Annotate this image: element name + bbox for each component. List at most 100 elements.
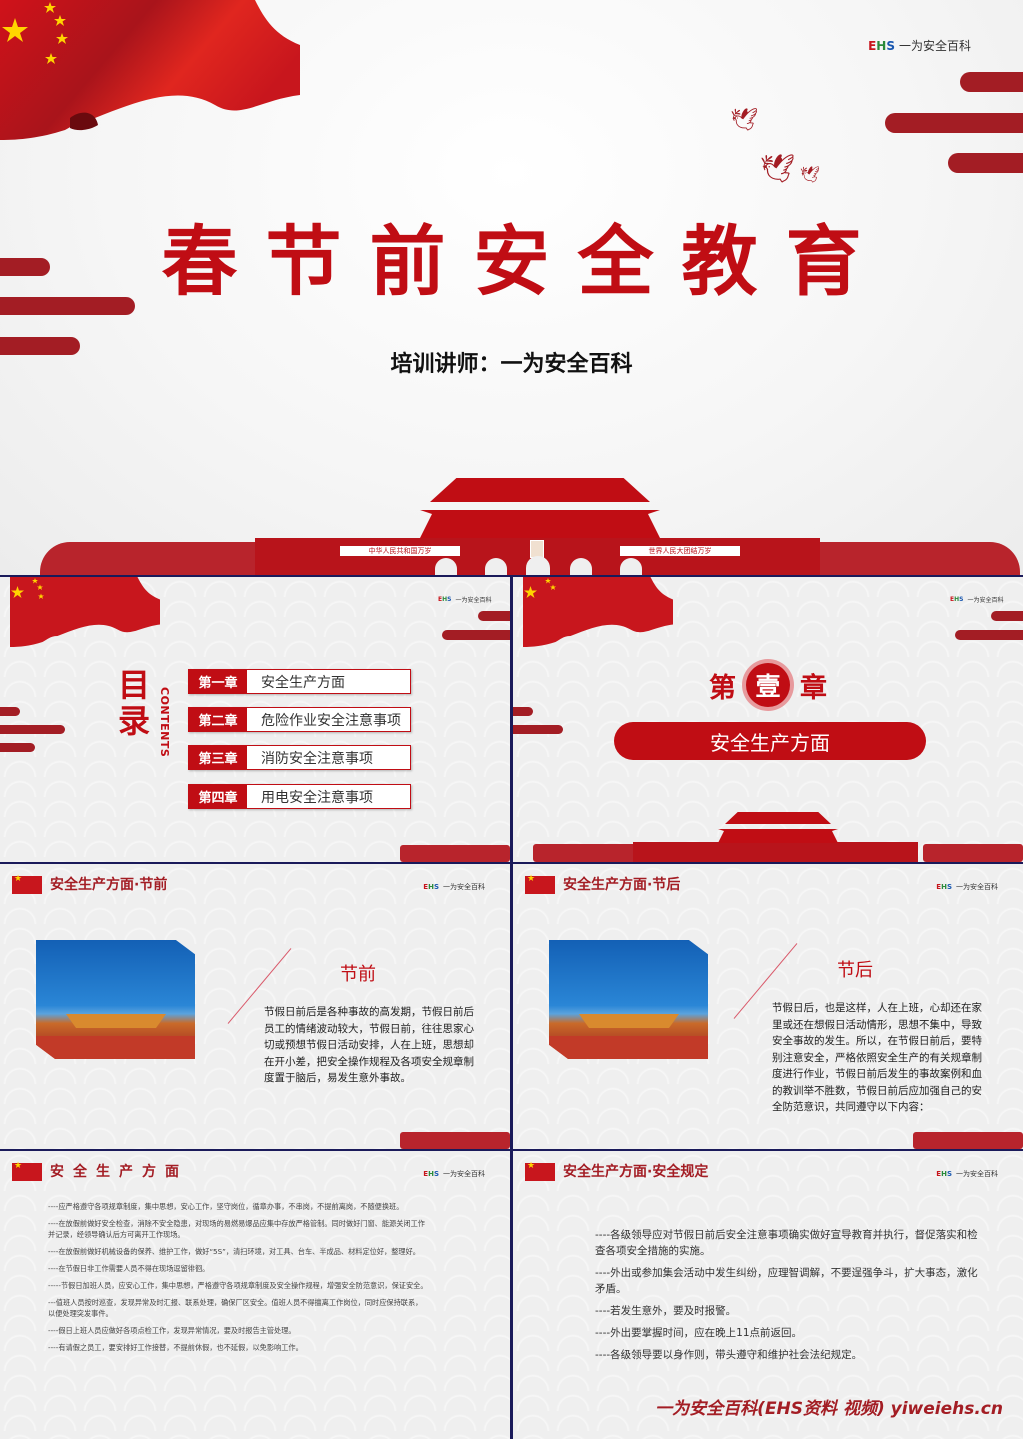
rule-item: ----在放假前做好机械设备的保养、维护工作，做好“5S”，清扫环境，对工具、台… (48, 1247, 420, 1256)
after-holiday-slide[interactable]: 安全生产方面·节后 EHS 一为安全百科 节后 节假日后，也是这样，人在上班，心… (513, 864, 1023, 1149)
trainer-subtitle: 培训讲师：一为安全百科 (390, 352, 633, 377)
chapter-label: 第三章 (189, 746, 247, 769)
rule-item: ----外出要掌握时间，应在晚上11点前返回。 (595, 1327, 803, 1339)
ehs-logo: EHS 一为安全百科 (423, 1169, 485, 1179)
ehs-mark: EHS (950, 596, 964, 603)
ehs-mark: EHS (936, 1170, 952, 1178)
rule-item: ----各级领导应对节假日前后安全注意事项确实做好宣导教育并执行，督促落实和检查… (595, 1229, 978, 1257)
rule-item: ----在节假日非工作需要人员不得在现场逗留徘徊。 (48, 1264, 210, 1273)
toc-item-chapter-4[interactable]: 第四章 用电安全注意事项 (188, 784, 411, 809)
rule-item: ---值班人员按时巡查，发现异常及时汇报、联系处理，确保厂区安全。值班人员不得擅… (48, 1298, 423, 1318)
logo-text: 一为安全百科 (455, 597, 492, 604)
rule-item: ----假日上班人员应做好各项点检工作，发现异常情况，要及时报告主管处理。 (48, 1326, 296, 1335)
production-safety-slide[interactable]: 安全生产方面 EHS 一为安全百科 ----应严格遵守各项规章制度，集中思想，安… (0, 1151, 510, 1439)
chapter-label: 第一章 (189, 670, 247, 693)
chapter-title: 危险作业安全注意事项 (261, 712, 401, 729)
ink-brush-decoration (913, 1132, 1023, 1149)
tiananmen-gate-illustration (533, 809, 1023, 862)
rule-item: ----外出或参加集会活动中发生纠纷，应理智调解，不要逞强争斗，扩大事态，激化矛… (595, 1267, 978, 1295)
cloud-decoration-left (0, 258, 50, 276)
china-flag-image (0, 577, 170, 652)
ehs-logo: EHS 一为安全百科 (950, 595, 1003, 604)
section-subtitle: 节前 (340, 964, 376, 985)
rule-item: ----若发生意外，要及时报警。 (595, 1305, 737, 1317)
ehs-mark: EHS (868, 38, 895, 53)
cloud-decoration-right (948, 153, 1023, 173)
chapter-title: 消防安全注意事项 (261, 750, 373, 767)
logo-text: 一为安全百科 (898, 39, 971, 53)
footer-brand-link[interactable]: 一为安全百科(EHS资料 视频) yiweiehs.cn (655, 1399, 1003, 1419)
gate-banner-right: 世界人民大团结万岁 (620, 546, 740, 556)
dove-icon: 🕊 (760, 152, 796, 185)
chapter-prefix: 第 (709, 672, 736, 704)
chapter-heading: 第 壹 章 (513, 663, 1023, 707)
tiananmen-gate-illustration: 中华人民共和国万岁 世界人民大团结万岁 (40, 470, 1020, 575)
rule-item: ----应严格遵守各项规章制度，集中思想，安心工作，坚守岗位，循章办事，不串岗，… (48, 1202, 404, 1211)
cloud-decoration-right (955, 630, 1023, 640)
chapter-title-pill: 安全生产方面 (614, 722, 926, 760)
chapter-title: 安全生产方面 (261, 674, 345, 691)
toc-slide[interactable]: EHS 一为安全百科 目录 CONTENTS 第一章 安全生产方面 第二章 危险… (0, 577, 510, 862)
production-rules-list: ----应严格遵守各项规章制度，集中思想，安心工作，坚守岗位，循章办事，不串岗，… (48, 1201, 428, 1359)
chapter-label: 第二章 (189, 708, 247, 731)
cover-title: 春节前安全教育 (161, 217, 890, 306)
ehs-logo: EHS 一为安全百科 (438, 595, 491, 604)
cloud-decoration-right (442, 630, 510, 640)
before-holiday-slide[interactable]: 安全生产方面·节前 EHS 一为安全百科 节前 节假日前后是各种事故的高发期，节… (0, 864, 510, 1149)
dove-icon: 🕊 (800, 165, 821, 184)
section-subtitle: 节后 (837, 960, 873, 981)
gate-banner-left: 中华人民共和国万岁 (340, 546, 460, 556)
chapter-number-badge: 壹 (746, 663, 790, 707)
logo-text: 一为安全百科 (967, 597, 1004, 604)
ehs-mark: EHS (423, 1170, 439, 1178)
logo-text: 一为安全百科 (443, 883, 485, 891)
cloud-decoration-left (513, 725, 563, 734)
section-body: 节假日前后是各种事故的高发期，节假日前后员工的情绪波动较大，节假日前，往往思家心… (264, 1006, 474, 1084)
logo-text: 一为安全百科 (956, 883, 998, 891)
rule-item: ----在放假前做好安全检查，消除不安全隐患，对现场的易燃易爆品应集中存放严格管… (48, 1219, 425, 1239)
ehs-logo: EHS 一为安全百科 (423, 882, 485, 892)
cloud-decoration-right (960, 72, 1023, 92)
ehs-logo: EHS 一为安全百科 (936, 882, 998, 892)
flag-icon (12, 1161, 42, 1181)
section-title: 安全生产方面 (50, 1164, 188, 1180)
ink-brush-decoration (400, 1132, 510, 1149)
ehs-logo: EHS 一为安全百科 (936, 1169, 998, 1179)
logo-text: 一为安全百科 (956, 1170, 998, 1178)
cover-slide[interactable]: EHS 一为安全百科 🕊 🕊 🕊 春节前安全教育 培训讲师：一为安全百科 中华人… (0, 0, 1023, 575)
flag-icon (525, 1161, 555, 1181)
toc-item-chapter-1[interactable]: 第一章 安全生产方面 (188, 669, 411, 694)
china-flag-image (513, 577, 683, 652)
ehs-mark: EHS (423, 883, 439, 891)
cloud-decoration-left (0, 337, 80, 355)
cloud-decoration-left (513, 707, 533, 716)
toc-item-chapter-3[interactable]: 第三章 消防安全注意事项 (188, 745, 411, 770)
ink-brush-decoration (40, 542, 280, 575)
safety-rules-slide[interactable]: 安全生产方面·安全规定 EHS 一为安全百科 ----各级领导应对节假日前后安全… (513, 1151, 1023, 1439)
forbidden-city-photo (549, 940, 708, 1059)
flag-icon (525, 874, 555, 894)
chapter-slide[interactable]: EHS 一为安全百科 第 壹 章 安全生产方面 (513, 577, 1023, 862)
cloud-decoration-right (478, 611, 510, 621)
flag-icon (12, 874, 42, 894)
cloud-decoration-right (885, 113, 1023, 133)
forbidden-city-photo (36, 940, 195, 1059)
logo-text: 一为安全百科 (443, 1170, 485, 1178)
cloud-decoration-left (0, 707, 20, 716)
china-flag-image (0, 0, 300, 150)
ehs-mark: EHS (936, 883, 952, 891)
rule-item: ----各级领导要以身作则，带头遵守和维护社会法纪规定。 (595, 1349, 863, 1361)
toc-title-en: CONTENTS (158, 687, 171, 758)
ink-brush-decoration (820, 542, 1020, 575)
toc-item-chapter-2[interactable]: 第二章 危险作业安全注意事项 (188, 707, 411, 732)
section-title: 安全生产方面·节前 (50, 877, 168, 893)
toc-title: 目录 (118, 666, 151, 740)
ink-brush-decoration (400, 845, 510, 862)
rule-item: ----有请假之员工，要安排好工作接替，不提前休假，也不延假，以免影响工作。 (48, 1343, 303, 1352)
section-title: 安全生产方面·安全规定 (563, 1164, 709, 1180)
ehs-mark: EHS (438, 596, 452, 603)
cloud-decoration-left (0, 743, 35, 752)
section-title: 安全生产方面·节后 (563, 877, 681, 893)
section-body: 节假日后，也是这样，人在上班，心却还在家里或还在想假日活动情形，思想不集中，导致… (772, 1002, 982, 1113)
safety-rules-list: ----各级领导应对节假日前后安全注意事项确实做好宣导教育并执行，督促落实和检查… (595, 1227, 980, 1369)
